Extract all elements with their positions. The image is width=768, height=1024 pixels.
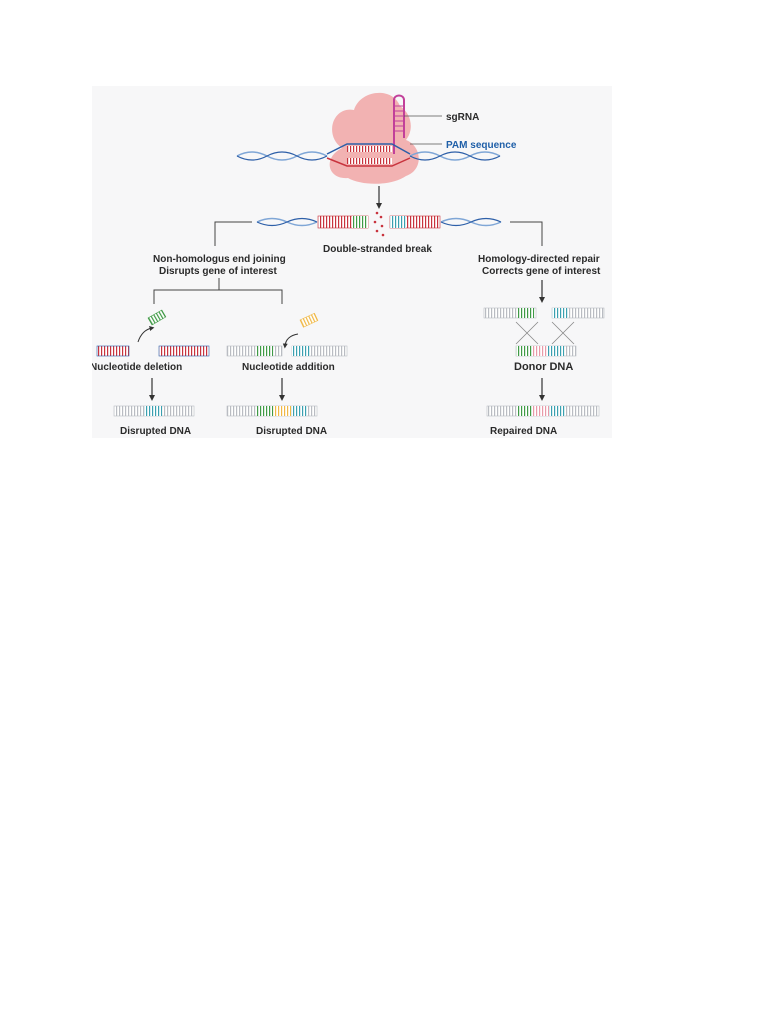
double-stranded-break-label: Double-stranded break (323, 244, 432, 255)
donor-dna-label: Donor DNA (514, 361, 573, 373)
addition-illustration (226, 312, 348, 357)
repaired-dna (486, 405, 600, 417)
nucleotide-deletion-label: Nucleotide deletion (92, 362, 182, 373)
deletion-result-dna (113, 405, 195, 417)
addition-result-dna (226, 405, 318, 417)
nhej-subtitle: Disrupts gene of interest (159, 266, 277, 277)
crispr-repair-diagram: sgRNA PAM sequence Double-stranded break… (90, 86, 612, 438)
nucleotide-addition-label: Nucleotide addition (242, 362, 335, 373)
nhej-title: Non-homologus end joining (153, 254, 286, 265)
broken-dna (256, 211, 502, 237)
hdr-subtitle: Corrects gene of interest (482, 266, 601, 277)
deletion-result-label: Disrupted DNA (120, 426, 191, 437)
hdr-title: Homology-directed repair (478, 254, 600, 265)
cas9-complex (329, 92, 419, 184)
target-dna-helix (236, 143, 501, 167)
pam-sequence-label: PAM sequence (446, 140, 517, 151)
donor-dna-illustration (483, 307, 605, 357)
deletion-illustration (96, 309, 210, 357)
repaired-dna-label: Repaired DNA (490, 426, 557, 437)
sgrna-label: sgRNA (446, 112, 479, 123)
addition-result-label: Disrupted DNA (256, 426, 327, 437)
